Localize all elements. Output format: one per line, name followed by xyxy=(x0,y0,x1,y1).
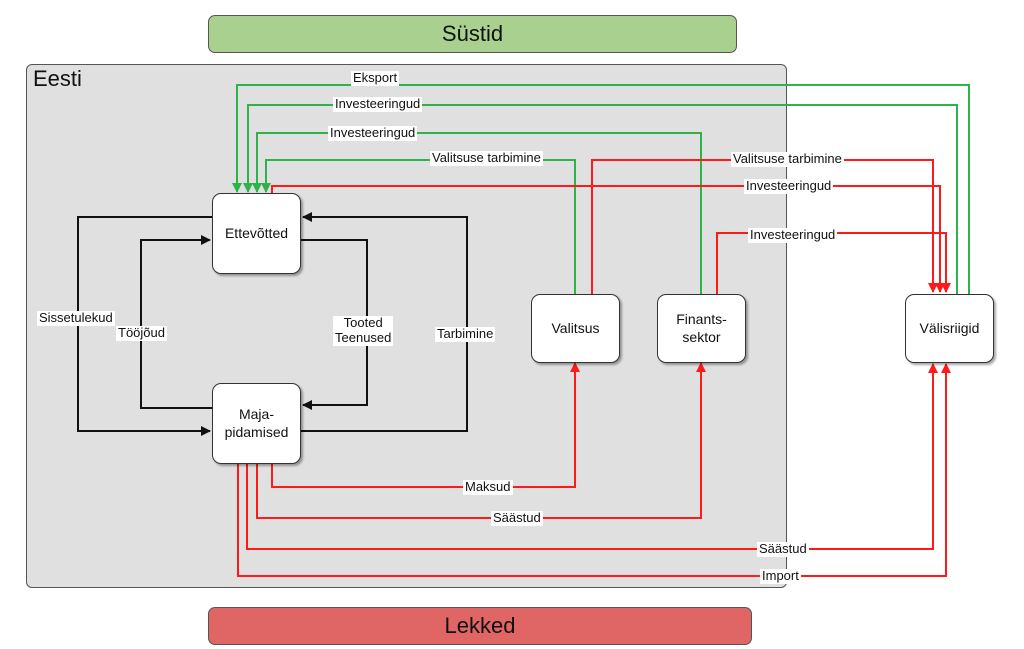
labor-label: Tööjõud xyxy=(116,325,167,341)
firms-node: Ettevõtted xyxy=(212,193,301,274)
investment-fin-out-label: Investeeringud xyxy=(748,227,838,243)
imports-label: Import xyxy=(760,568,801,584)
exports-arrow xyxy=(232,84,970,300)
goods-services-label: Tooted Teenused xyxy=(333,315,394,346)
investment-foreign-in-label: Investeeringud xyxy=(333,96,423,112)
taxes-arrow xyxy=(271,362,580,488)
income-label: Sissetulekud xyxy=(37,310,115,326)
labor-arrow xyxy=(140,235,212,409)
investment-fin-in-label: Investeeringud xyxy=(328,125,418,141)
exports-label: Eksport xyxy=(351,70,400,86)
investment-fin-in-arrow xyxy=(252,132,702,294)
region-label: Eesti xyxy=(33,66,82,91)
investment-foreign-in-arrow xyxy=(243,104,958,300)
foreign-node: Välisriigid xyxy=(905,294,994,363)
taxes-label: Maksud xyxy=(463,479,513,495)
investment-firms-out-arrow xyxy=(271,185,945,293)
savings-fin-label: Säästud xyxy=(491,510,543,526)
consumption-label: Tarbimine xyxy=(435,326,496,342)
gov-consumption-in-label: Valitsuse tarbimine xyxy=(430,150,543,166)
gov-consumption-in-arrow xyxy=(261,159,576,294)
investment-firms-out-label: Investeeringud xyxy=(744,178,834,194)
financial-sector-node: Finants- sektor xyxy=(657,294,746,363)
savings-foreign-label: Säästud xyxy=(757,541,809,557)
government-node: Valitsus xyxy=(531,294,620,363)
consumption-arrow xyxy=(301,212,468,432)
leakages-banner: Lekked xyxy=(208,607,752,645)
households-node: Maja- pidamised xyxy=(212,383,301,464)
injections-banner: Süstid xyxy=(208,15,737,53)
savings-fin-arrow xyxy=(256,362,706,519)
savings-foreign-arrow xyxy=(246,363,938,550)
imports-arrow xyxy=(237,363,951,577)
gov-consumption-out-label: Valitsuse tarbimine xyxy=(731,151,844,167)
